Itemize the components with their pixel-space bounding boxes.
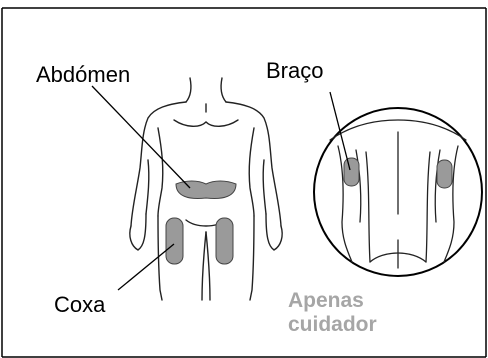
abdomen-pointer: [91, 85, 191, 189]
pointer-lines: [91, 85, 351, 291]
back-view-circle: [313, 107, 483, 277]
arm-zone-left: [343, 157, 360, 187]
arm-zone-right: [436, 159, 453, 189]
caregiver-only-label: Apenas cuidador: [288, 289, 377, 337]
thigh-zone-right: [215, 217, 234, 265]
injection-zones-front: [165, 180, 237, 265]
thigh-label: Coxa: [54, 292, 106, 317]
thigh-pointer: [117, 243, 175, 291]
frame: [1, 7, 487, 358]
arm-label: Braço: [266, 58, 324, 83]
abdomen-label: Abdómen: [36, 62, 131, 87]
thigh-zone-left: [165, 217, 184, 265]
arm-pointer: [329, 91, 351, 171]
abdomen-zone: [175, 180, 237, 199]
